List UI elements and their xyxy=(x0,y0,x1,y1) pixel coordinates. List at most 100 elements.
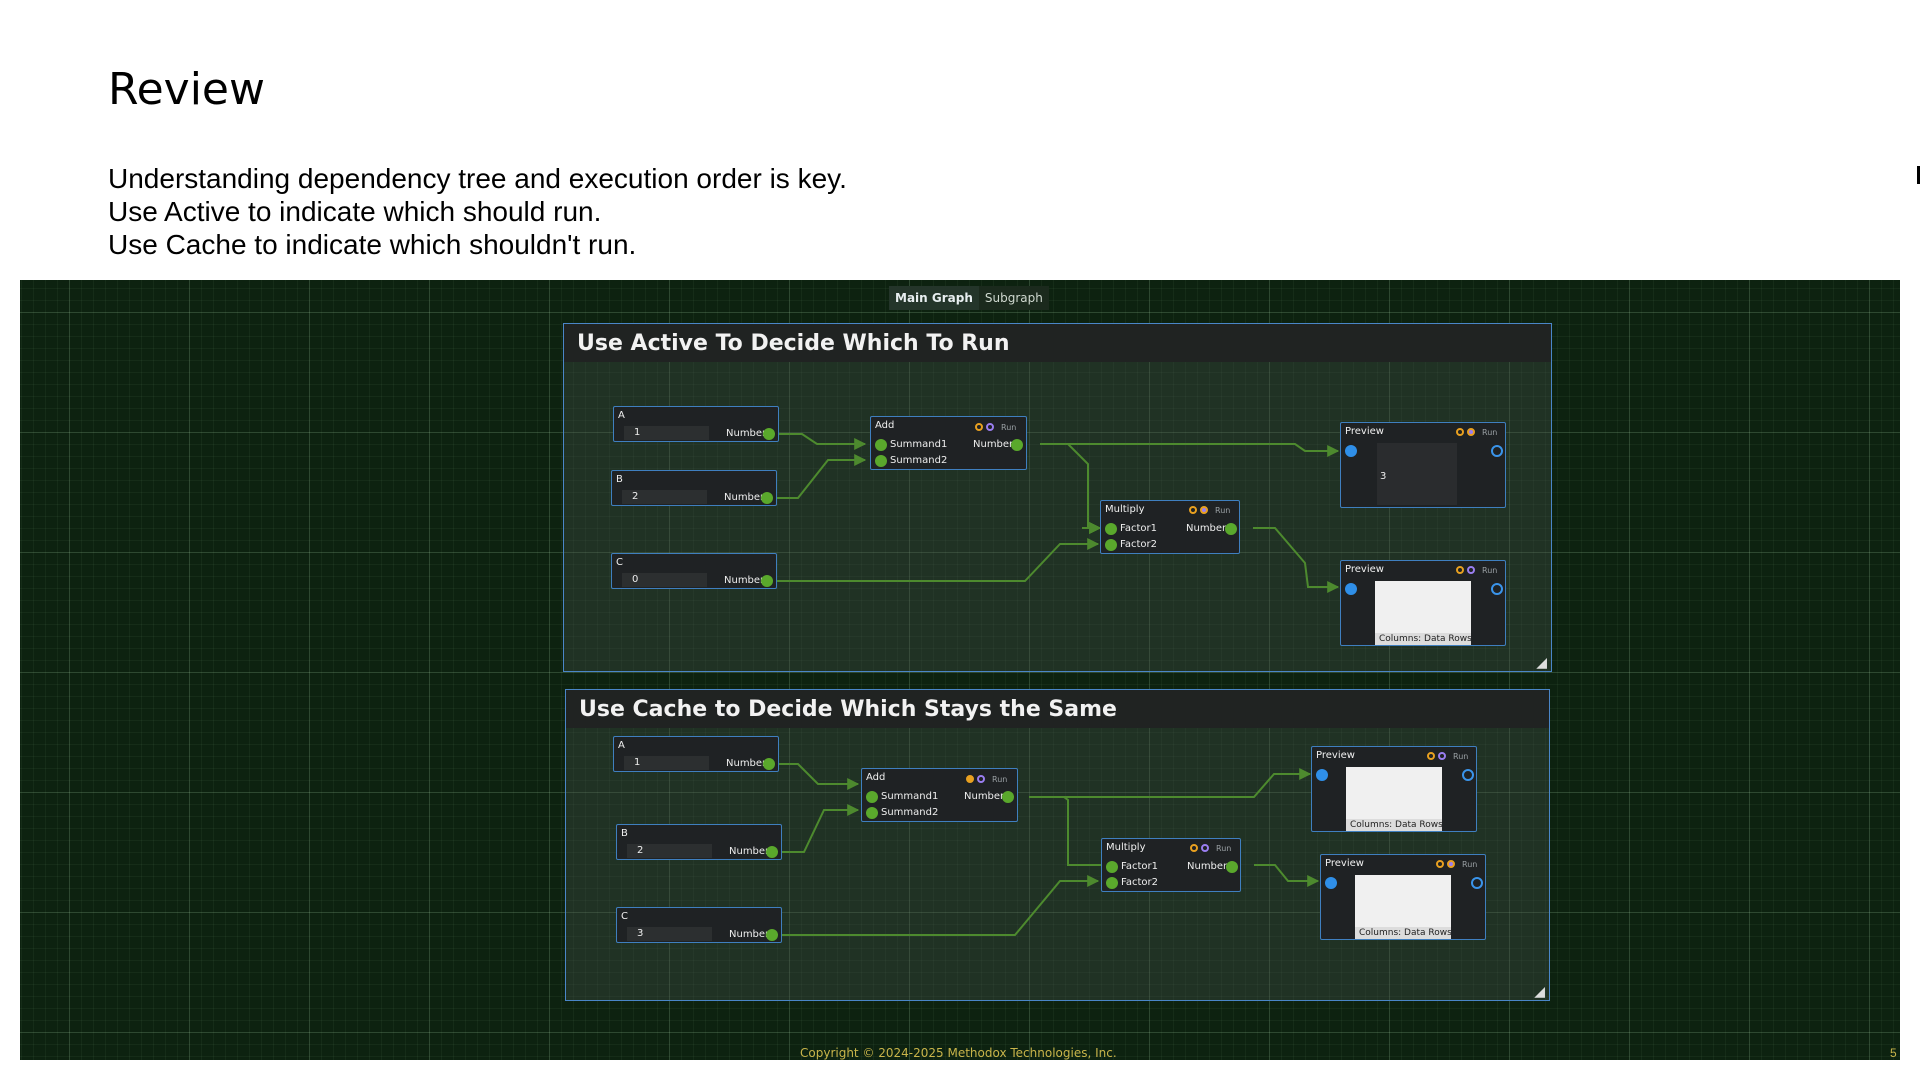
node-b[interactable]: B 2 Number xyxy=(611,470,777,506)
active-status-icon[interactable] xyxy=(1189,506,1197,514)
data-table-preview xyxy=(1355,875,1451,927)
input-label: Factor1 xyxy=(1121,861,1158,872)
node-title: C xyxy=(616,557,623,568)
input-label: Factor1 xyxy=(1120,523,1157,534)
output-pin-icon[interactable] xyxy=(1226,861,1238,873)
active-status-icon[interactable] xyxy=(1190,844,1198,852)
run-label[interactable]: Run xyxy=(1453,752,1469,761)
output-pin-icon[interactable] xyxy=(1491,445,1503,457)
output-label: Number xyxy=(964,791,1005,802)
cache-status-icon[interactable] xyxy=(1438,752,1446,760)
resize-handle-icon[interactable]: ◢ xyxy=(1536,654,1547,670)
value-text: 0 xyxy=(632,574,639,585)
cache-status-icon[interactable] xyxy=(1200,506,1208,514)
active-status-icon[interactable] xyxy=(1436,860,1444,868)
input-pin-icon[interactable] xyxy=(1105,523,1117,535)
value-field[interactable]: 0 xyxy=(622,573,707,587)
value-text: 3 xyxy=(637,928,644,939)
output-pin-icon[interactable] xyxy=(1002,791,1014,803)
cache-status-icon[interactable] xyxy=(986,423,994,431)
run-label[interactable]: Run xyxy=(1482,428,1498,437)
output-pin-icon[interactable] xyxy=(763,758,775,770)
node-b[interactable]: B 2 Number xyxy=(616,824,782,860)
node-multiply[interactable]: Multiply Run Factor1 Factor2 Number xyxy=(1101,838,1241,892)
output-pin-icon[interactable] xyxy=(761,492,773,504)
value-field[interactable]: 1 xyxy=(624,426,709,440)
output-pin-icon[interactable] xyxy=(766,846,778,858)
value-field[interactable]: 2 xyxy=(627,844,712,858)
run-label[interactable]: Run xyxy=(1216,844,1232,853)
bullet-item: Use Active to indicate which should run. xyxy=(108,196,602,227)
input-pin-icon[interactable] xyxy=(1106,877,1118,889)
node-title: Preview xyxy=(1316,750,1355,761)
run-label[interactable]: Run xyxy=(1001,423,1017,432)
node-add[interactable]: Add Run Summand1 Summand2 Number xyxy=(870,416,1027,470)
input-label: Factor2 xyxy=(1121,877,1158,888)
node-preview[interactable]: Preview Run Columns: Data Rows xyxy=(1320,854,1486,940)
output-pin-icon[interactable] xyxy=(763,428,775,440)
run-label[interactable]: Run xyxy=(1462,860,1478,869)
run-label[interactable]: Run xyxy=(1215,506,1231,515)
run-label[interactable]: Run xyxy=(992,775,1008,784)
node-title: C xyxy=(621,911,628,922)
output-label: Number xyxy=(1187,861,1228,872)
output-pin-icon[interactable] xyxy=(1471,877,1483,889)
active-status-icon[interactable] xyxy=(1456,428,1464,436)
active-status-icon[interactable] xyxy=(1427,752,1435,760)
tab-main-graph[interactable]: Main Graph xyxy=(889,286,979,310)
input-pin-icon[interactable] xyxy=(1325,877,1337,889)
value-field[interactable]: 1 xyxy=(624,756,709,770)
input-label: Summand2 xyxy=(881,807,939,818)
value-field[interactable]: 2 xyxy=(622,490,707,504)
node-title: B xyxy=(616,474,623,485)
cache-status-icon[interactable] xyxy=(1467,428,1475,436)
node-preview[interactable]: Preview Run Columns: Data Rows xyxy=(1340,560,1506,646)
output-pin-icon[interactable] xyxy=(1491,583,1503,595)
input-pin-icon[interactable] xyxy=(875,455,887,467)
cache-status-icon[interactable] xyxy=(1201,844,1209,852)
output-pin-icon[interactable] xyxy=(1011,439,1023,451)
cache-status-icon[interactable] xyxy=(1447,860,1455,868)
node-add[interactable]: Add Run Summand1 Summand2 Number xyxy=(861,768,1018,822)
input-pin-icon[interactable] xyxy=(875,439,887,451)
value-text: 2 xyxy=(632,491,639,502)
node-preview[interactable]: Preview Run Columns: Data Rows xyxy=(1311,746,1477,832)
input-pin-icon[interactable] xyxy=(1345,583,1357,595)
input-pin-icon[interactable] xyxy=(1345,445,1357,457)
output-label: Number xyxy=(724,575,765,586)
active-status-icon[interactable] xyxy=(1456,566,1464,574)
output-pin-icon[interactable] xyxy=(1462,769,1474,781)
graph-tabs: Main Graph Subgraph xyxy=(889,286,1049,310)
input-pin-icon[interactable] xyxy=(1106,861,1118,873)
resize-handle-icon[interactable]: ◢ xyxy=(1534,983,1545,999)
table-footer: Columns: Data Rows xyxy=(1355,927,1451,939)
output-pin-icon[interactable] xyxy=(766,929,778,941)
tab-subgraph[interactable]: Subgraph xyxy=(984,291,1043,305)
group-title: Use Active To Decide Which To Run xyxy=(564,324,1551,362)
node-c[interactable]: C 3 Number xyxy=(616,907,782,943)
output-pin-icon[interactable] xyxy=(1225,523,1237,535)
output-pin-icon[interactable] xyxy=(761,575,773,587)
output-label: Number xyxy=(729,846,770,857)
slide-title: Review xyxy=(108,64,265,115)
node-a[interactable]: A 1 Number xyxy=(613,736,779,772)
active-status-icon[interactable] xyxy=(975,423,983,431)
run-label[interactable]: Run xyxy=(1482,566,1498,575)
input-pin-icon[interactable] xyxy=(1316,769,1328,781)
value-text: 2 xyxy=(637,845,644,856)
node-multiply[interactable]: Multiply Run Factor1 Factor2 Number xyxy=(1100,500,1240,554)
node-a[interactable]: A 1 Number xyxy=(613,406,779,442)
input-pin-icon[interactable] xyxy=(866,807,878,819)
node-c[interactable]: C 0 Number xyxy=(611,553,777,589)
cache-status-icon[interactable] xyxy=(1467,566,1475,574)
bullet-list: Understanding dependency tree and execut… xyxy=(108,162,847,261)
node-preview[interactable]: Preview Run 3 xyxy=(1340,422,1506,508)
input-pin-icon[interactable] xyxy=(1105,539,1117,551)
input-pin-icon[interactable] xyxy=(866,791,878,803)
cache-status-icon[interactable] xyxy=(977,775,985,783)
value-text: 1 xyxy=(634,427,641,438)
graph-canvas[interactable]: Main Graph Subgraph Use Active To Decide… xyxy=(20,280,1900,1060)
value-field[interactable]: 3 xyxy=(627,927,712,941)
page-number: 5 xyxy=(1890,1046,1897,1060)
active-status-icon[interactable] xyxy=(966,775,974,783)
